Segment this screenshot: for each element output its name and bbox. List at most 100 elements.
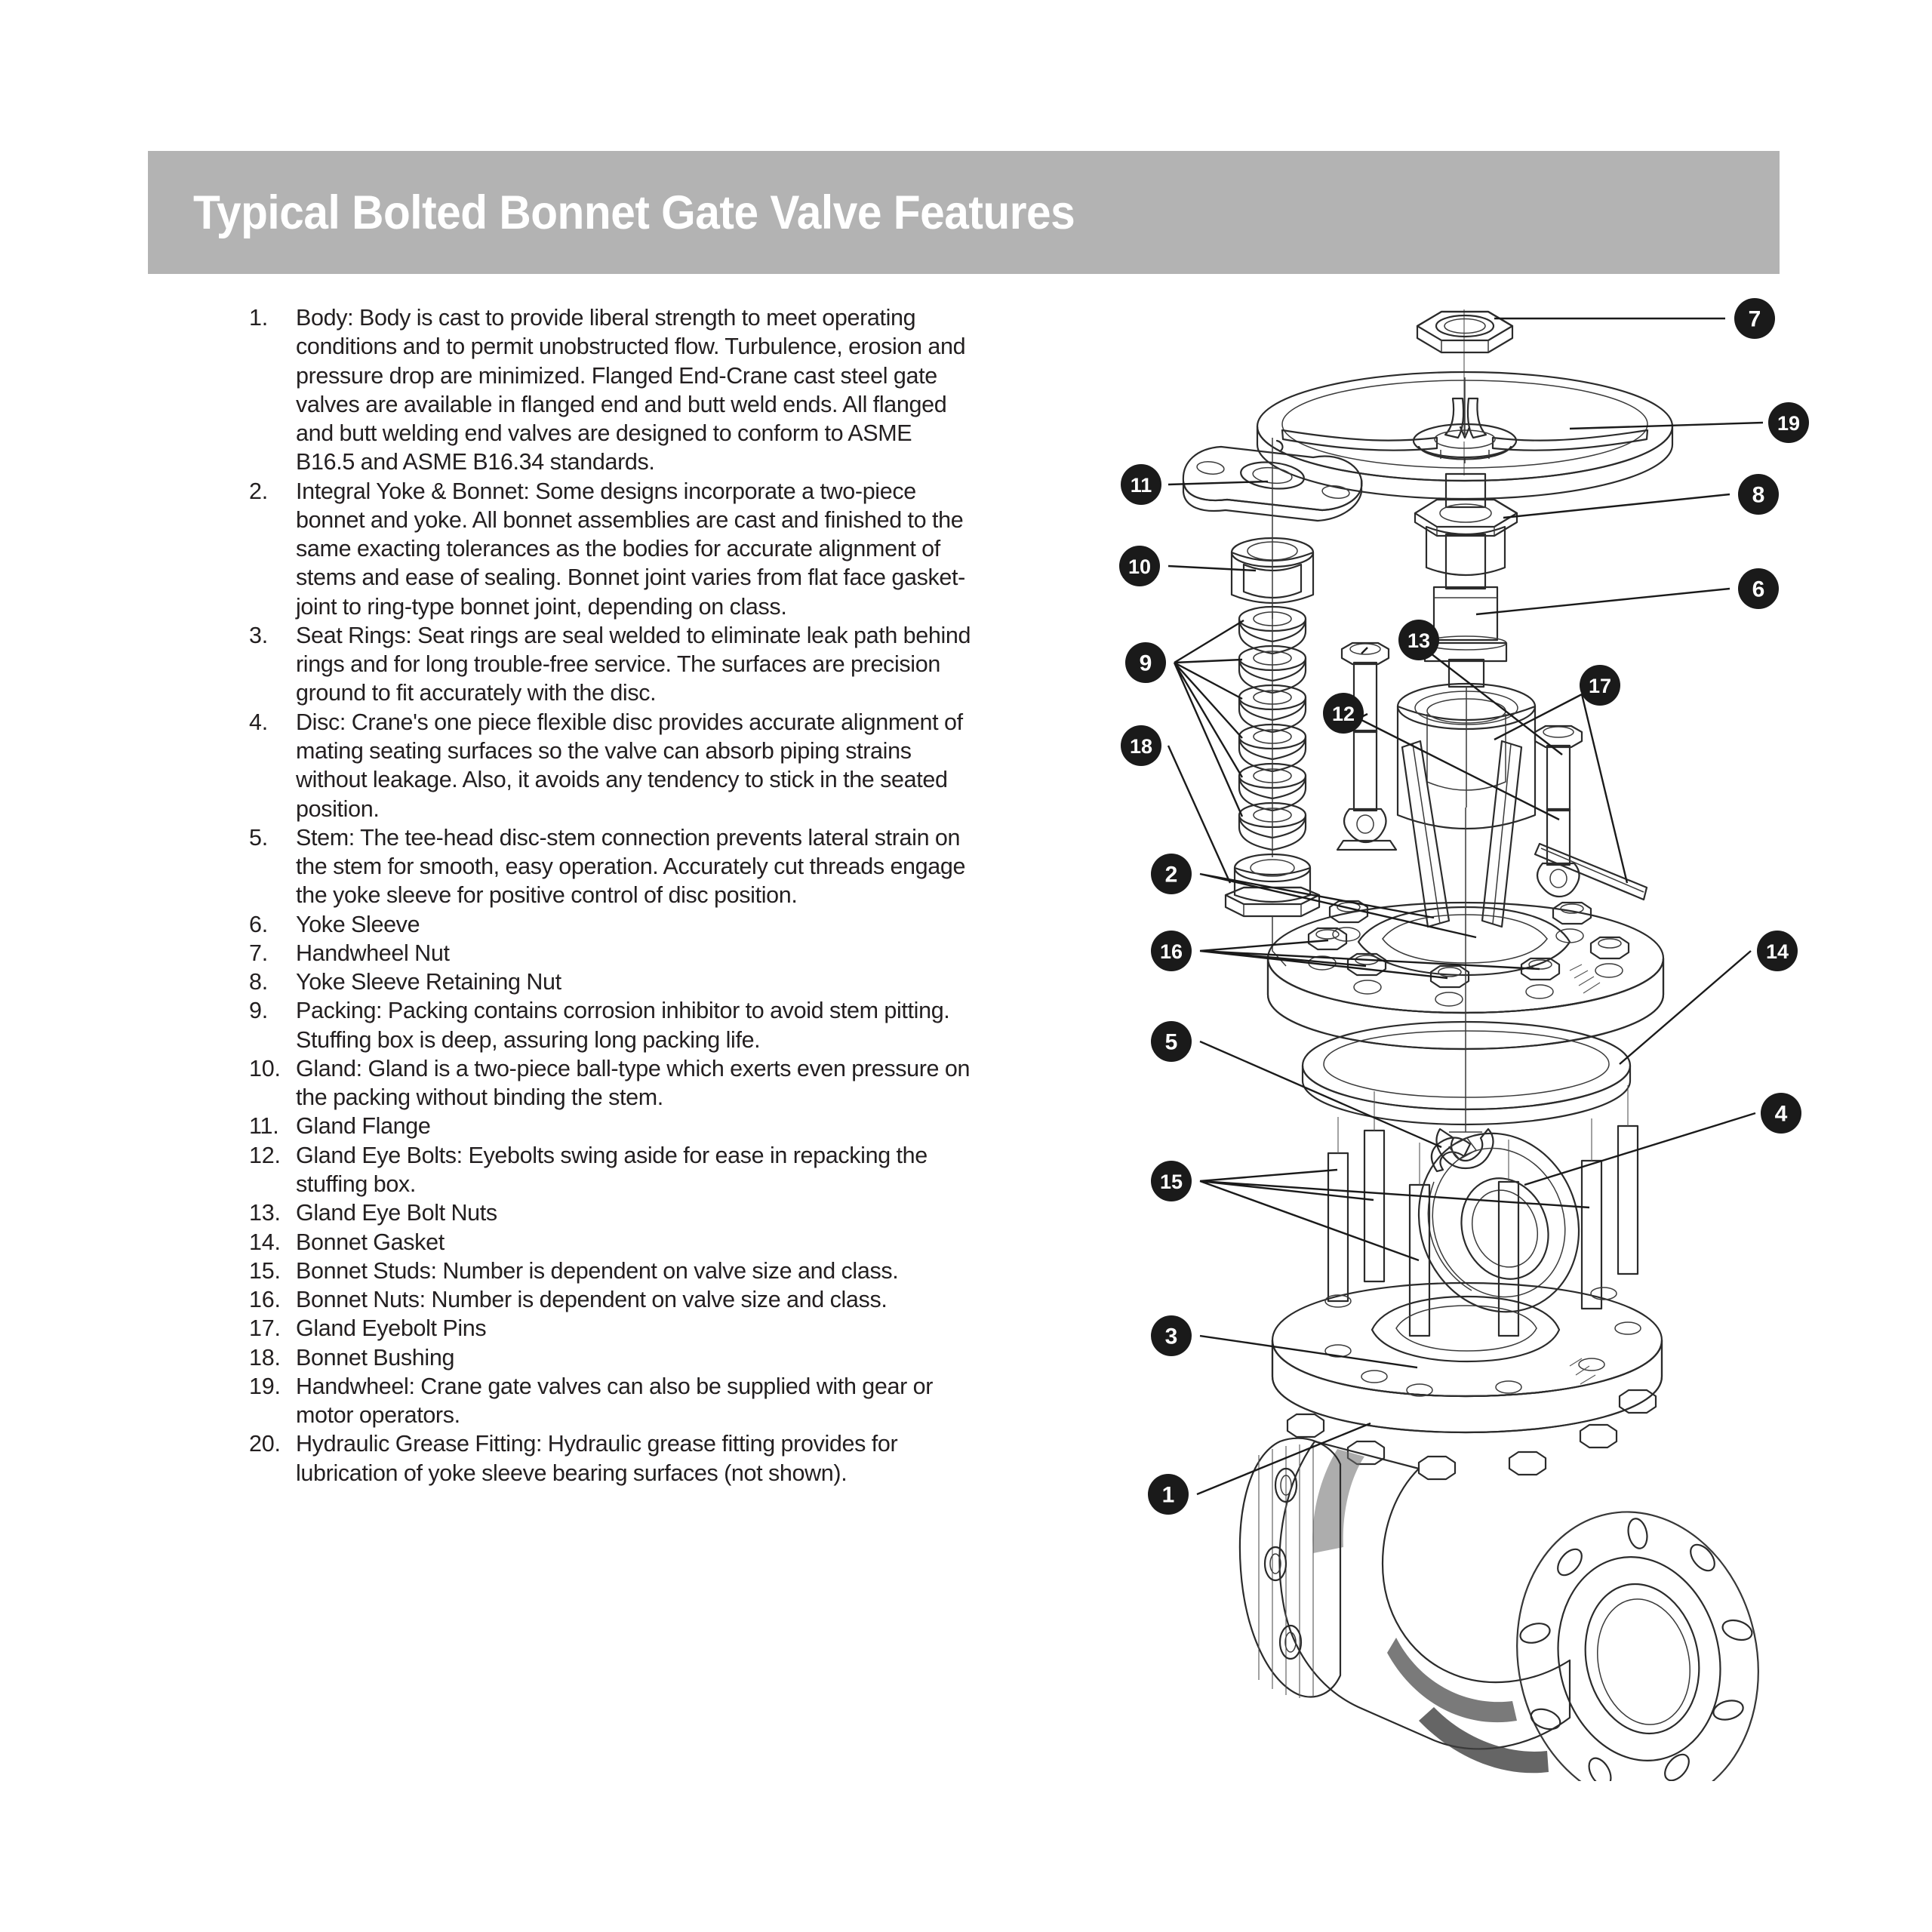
list-item-number: 8. xyxy=(249,969,269,995)
list-item-number: 18. xyxy=(249,1344,281,1371)
body-left-flange xyxy=(1238,1437,1342,1698)
svg-text:16: 16 xyxy=(1160,940,1183,963)
callout-13[interactable]: 13 xyxy=(1398,620,1439,660)
list-item: 8. Yoke Sleeve Retaining Nut xyxy=(249,968,974,996)
list-item-number: 19. xyxy=(249,1373,281,1399)
list-item-text: Gland: Gland is a two-piece ball-type wh… xyxy=(296,1055,971,1111)
bonnet-nut xyxy=(1520,957,1561,981)
list-item-number: 16. xyxy=(249,1287,281,1313)
list-item: 4.Disc: Crane's one piece flexible disc … xyxy=(249,708,974,823)
callout-17[interactable]: 17 xyxy=(1580,665,1620,706)
list-item-number: 2. xyxy=(249,478,269,504)
list-item-number: 15. xyxy=(249,1257,281,1284)
list-item-number: 12. xyxy=(249,1142,281,1168)
list-item-text: Bonnet Nuts: Number is dependent on valv… xyxy=(296,1287,888,1313)
list-item-text: Gland Flange xyxy=(296,1113,431,1140)
list-item-text: Bonnet Bushing xyxy=(296,1344,455,1371)
list-item-text: Gland Eye Bolt Nuts xyxy=(296,1200,497,1226)
callout-16[interactable]: 16 xyxy=(1151,931,1192,971)
list-item-number: 9. xyxy=(249,998,269,1024)
svg-text:7: 7 xyxy=(1749,307,1761,332)
callout-8[interactable]: 8 xyxy=(1738,474,1779,515)
valve-body-part xyxy=(1238,1389,1759,1781)
list-item-text: Packing: Packing contains corrosion inhi… xyxy=(296,998,950,1053)
list-item-number: 1. xyxy=(249,305,269,331)
header-band: Typical Bolted Bonnet Gate Valve Feature… xyxy=(148,151,1780,274)
bonnet-nut xyxy=(1589,936,1630,960)
list-item: 2. Integral Yoke & Bonnet: Some designs i… xyxy=(249,477,974,621)
valve-diagram-svg: 7 19 11 8 10 6 13 9 17 12 18 2 16 14 5 4… xyxy=(1119,298,1809,1781)
bonnet-nut xyxy=(1429,964,1470,989)
list-item: 9. Packing: Packing contains corrosion in… xyxy=(249,996,974,1054)
list-item-number: 3. xyxy=(249,622,269,648)
list-item: 1. Body: Body is cast to provide liberal … xyxy=(249,303,974,477)
list-item: 10.Gland: Gland is a two-piece ball-type… xyxy=(249,1054,974,1112)
callout-19[interactable]: 19 xyxy=(1768,402,1809,443)
callout-4[interactable]: 4 xyxy=(1761,1093,1801,1134)
gland-eyebolt-assembly-left xyxy=(1336,641,1398,851)
svg-text:15: 15 xyxy=(1160,1171,1183,1193)
bonnet-stud xyxy=(1497,1140,1520,1337)
list-item: 11. Gland Flange xyxy=(249,1112,974,1140)
gland-part xyxy=(1230,513,1315,619)
list-item: 16. Bonnet Nuts: Number is dependent on v… xyxy=(249,1285,974,1314)
list-item-text: Hydraulic Grease Fitting: Hydraulic grea… xyxy=(296,1431,898,1486)
list-item-text: Body: Body is cast to provide liberal st… xyxy=(296,305,966,475)
valve-exploded-diagram: 7 19 11 8 10 6 13 9 17 12 18 2 16 14 5 4… xyxy=(1041,287,1841,1781)
stem-tee-head-part xyxy=(1435,808,1494,1170)
list-item: 13. Gland Eye Bolt Nuts xyxy=(249,1198,974,1227)
callout-markers: 7 19 11 8 10 6 13 9 17 12 18 2 16 14 5 4… xyxy=(1119,298,1809,1515)
callout-3[interactable]: 3 xyxy=(1151,1315,1192,1356)
svg-text:1: 1 xyxy=(1162,1483,1175,1508)
list-item-text: Disc: Crane's one piece flexible disc pr… xyxy=(296,709,963,822)
packing-rings-group xyxy=(1238,605,1307,857)
svg-text:17: 17 xyxy=(1589,675,1611,697)
svg-text:3: 3 xyxy=(1165,1324,1178,1349)
callout-14[interactable]: 14 xyxy=(1757,931,1798,971)
list-item: 17. Gland Eyebolt Pins xyxy=(249,1314,974,1343)
list-item: 15.Bonnet Studs: Number is dependent on … xyxy=(249,1257,974,1285)
callout-10[interactable]: 10 xyxy=(1119,546,1160,586)
svg-text:4: 4 xyxy=(1775,1102,1788,1127)
svg-text:9: 9 xyxy=(1140,651,1152,676)
list-item-text: Handwheel Nut xyxy=(296,940,450,966)
list-item: 20.Hydraulic Grease Fitting: Hydraulic g… xyxy=(249,1429,974,1487)
list-item-text: Stem: The tee-head disc-stem connection … xyxy=(296,824,966,909)
callout-1[interactable]: 1 xyxy=(1148,1474,1189,1515)
list-item-text: Yoke Sleeve xyxy=(296,911,420,937)
bonnet-nut xyxy=(1552,901,1592,925)
callout-6[interactable]: 6 xyxy=(1738,568,1779,609)
yoke-legs xyxy=(1401,740,1523,928)
callout-2[interactable]: 2 xyxy=(1151,854,1192,894)
svg-text:19: 19 xyxy=(1777,412,1800,435)
callout-18[interactable]: 18 xyxy=(1121,725,1161,766)
list-item-number: 17. xyxy=(249,1315,281,1342)
bonnet-stud xyxy=(1363,1091,1386,1283)
list-item-text: Seat Rings: Seat rings are seal welded t… xyxy=(296,622,971,706)
list-item-text: Gland Eyebolt Pins xyxy=(296,1315,487,1342)
callout-5[interactable]: 5 xyxy=(1151,1021,1192,1062)
bonnet-stud xyxy=(1580,1118,1603,1310)
list-item-number: 11. xyxy=(249,1113,279,1140)
bonnet-studs-group xyxy=(1327,1085,1639,1337)
callout-15[interactable]: 15 xyxy=(1151,1161,1192,1201)
bonnet-stud xyxy=(1327,1117,1349,1303)
callout-9[interactable]: 9 xyxy=(1125,642,1166,683)
svg-text:18: 18 xyxy=(1130,735,1152,758)
list-item: 7.Handwheel Nut xyxy=(249,939,974,968)
bonnet-gasket-part xyxy=(1301,1020,1632,1126)
list-item-text: Yoke Sleeve Retaining Nut xyxy=(296,969,561,995)
list-item-text: Integral Yoke & Bonnet: Some designs inc… xyxy=(296,478,965,620)
body-neck-nuts xyxy=(1286,1389,1657,1481)
feature-list: 1. Body: Body is cast to provide liberal … xyxy=(249,303,974,1487)
callout-12[interactable]: 12 xyxy=(1323,693,1364,734)
list-item-number: 13. xyxy=(249,1200,281,1226)
callout-11[interactable]: 11 xyxy=(1121,464,1161,505)
yoke-sleeve-retaining-nut-part xyxy=(1414,472,1518,577)
svg-text:14: 14 xyxy=(1766,940,1789,963)
body-right-flange xyxy=(1516,1511,1759,1781)
list-item-text: Handwheel: Crane gate valves can also be… xyxy=(296,1373,934,1429)
callout-7[interactable]: 7 xyxy=(1734,298,1775,339)
list-item: 6.Yoke Sleeve xyxy=(249,910,974,939)
